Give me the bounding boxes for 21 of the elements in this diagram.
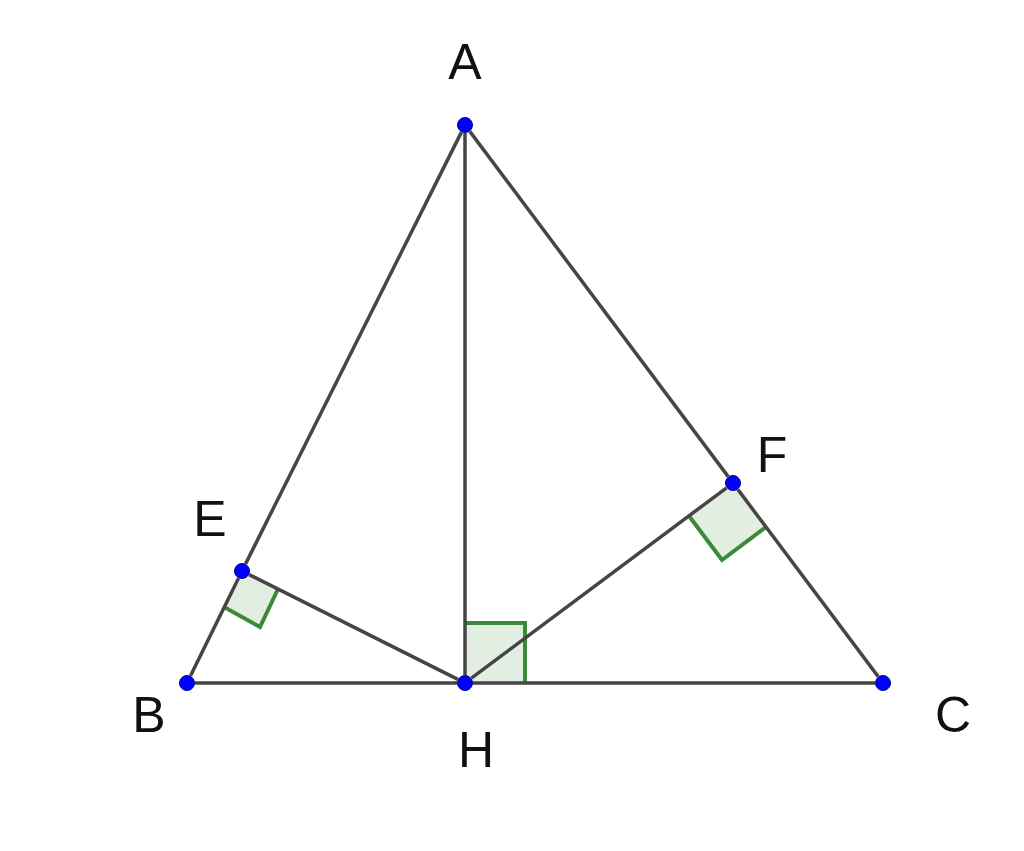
point-label: F bbox=[756, 430, 788, 480]
point-dot bbox=[457, 117, 473, 133]
point-label: E bbox=[193, 494, 227, 544]
line-segment bbox=[473, 681, 875, 685]
point-dot bbox=[179, 675, 195, 691]
line-segment bbox=[244, 131, 463, 565]
point-label: H bbox=[457, 725, 495, 775]
line-segment bbox=[463, 133, 467, 675]
line-segment bbox=[468, 130, 730, 478]
point-dot bbox=[725, 475, 741, 491]
point-dot bbox=[457, 675, 473, 691]
point-label: A bbox=[448, 37, 482, 87]
point-dot bbox=[875, 675, 891, 691]
line-segment bbox=[248, 573, 459, 681]
line-segment bbox=[736, 488, 880, 678]
line-segment bbox=[195, 681, 457, 685]
point-label: B bbox=[132, 690, 166, 740]
point-dot bbox=[234, 563, 250, 579]
point-label: C bbox=[934, 690, 972, 740]
line-segment bbox=[470, 486, 728, 680]
line-segment bbox=[188, 577, 241, 677]
